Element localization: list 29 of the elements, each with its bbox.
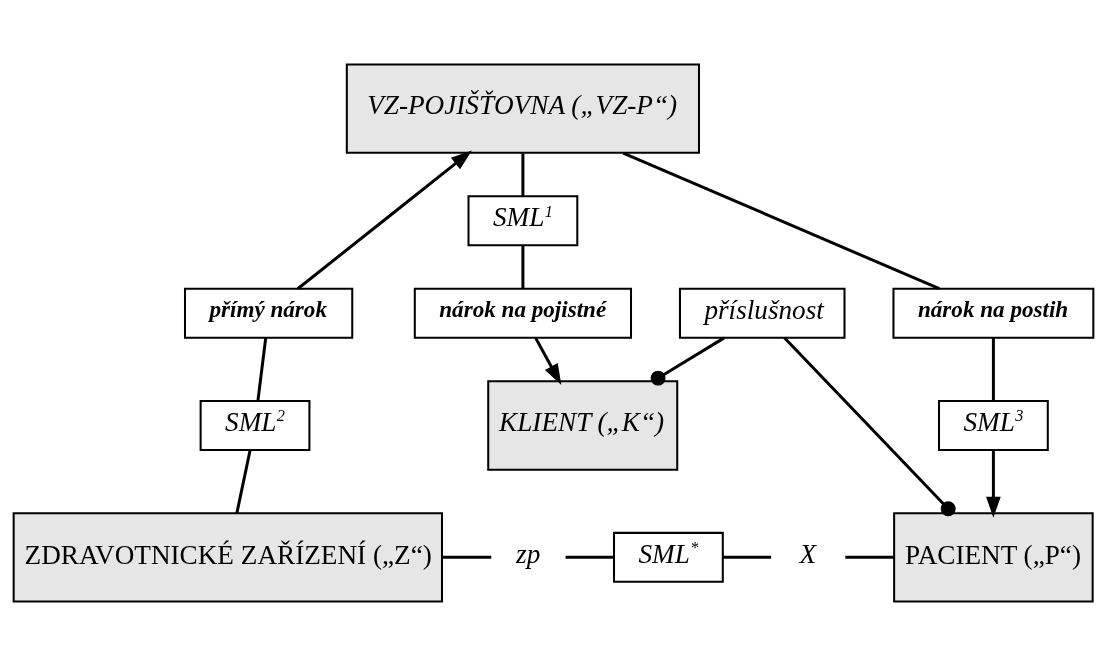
connector [622,151,940,291]
connector [521,153,525,196]
connector [723,555,772,559]
connector [991,337,995,401]
connector [256,337,268,402]
node-box: SML$^{3}$ [938,399,1049,451]
node-text: X [799,538,817,569]
node-box: příslušnost [678,287,846,339]
connector [650,336,725,386]
node-box: nárok na postih [892,287,1095,339]
connector [442,555,492,559]
node-box: ZDRAVOTNICKÉ ZAŘÍZENÍ („Z“) [12,512,443,603]
connector [521,245,525,289]
arrow [534,337,562,385]
connector [565,555,614,559]
connector [783,336,956,517]
node-box: SML$^{1}$ [467,195,579,247]
node-box: přímý nárok [183,287,354,339]
arrow [296,150,472,290]
arrow [986,450,1001,518]
node-box: PACIENT („P“) [893,512,1094,603]
node-box: VZ-POJIŠŤOVNA („VZ-P“) [345,63,700,154]
node-box: SML$^{2}$ [199,399,311,451]
node-box: nárok na pojistné [413,287,633,339]
connector [235,450,252,514]
node-box: SML$^{*}$ [613,531,724,583]
node-text: zp [516,538,541,569]
connector [845,555,894,559]
node-box: KLIENT („K“) [487,380,679,471]
